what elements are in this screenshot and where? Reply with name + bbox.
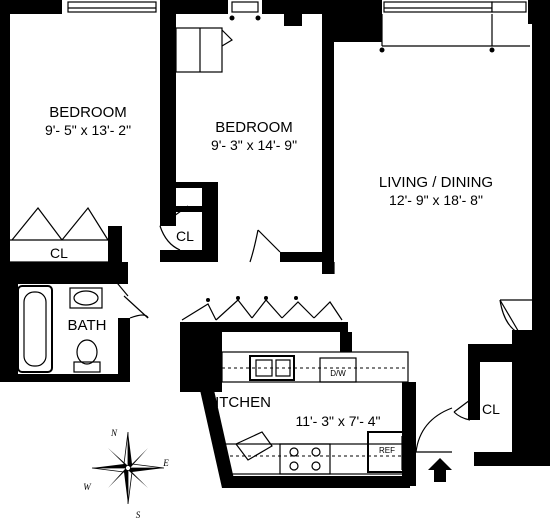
stove bbox=[279, 443, 331, 475]
living-dims: 12'- 9" x 18'- 8" bbox=[389, 192, 483, 208]
dishwasher-label: D/W bbox=[330, 369, 346, 378]
compass-rose bbox=[91, 431, 165, 505]
window-bedroom2 bbox=[231, 1, 259, 13]
kitchen-dims: 11'- 3" x 7'- 4" bbox=[295, 413, 380, 429]
compass-south: S bbox=[136, 510, 141, 520]
bedroom1-name: BEDROOM bbox=[49, 104, 127, 121]
doors bbox=[11, 205, 532, 461]
compass-east: E bbox=[162, 458, 169, 468]
window-living-1 bbox=[383, 1, 493, 13]
bedroom2-dims: 9'- 3" x 14'- 9" bbox=[211, 137, 297, 153]
sink bbox=[69, 287, 103, 309]
window-bedroom1 bbox=[67, 1, 157, 13]
kitchen-fixtures bbox=[221, 351, 409, 475]
counter-top bbox=[221, 351, 409, 383]
dishwasher bbox=[319, 357, 357, 383]
arrow-up-icon bbox=[428, 458, 452, 482]
closet-label-bedroom2: CL bbox=[176, 228, 194, 244]
hall-closet-door-1 bbox=[181, 303, 217, 321]
bathtub bbox=[17, 285, 53, 373]
kitchen-name: KITCHEN bbox=[205, 394, 271, 411]
kitchen-pantry bbox=[235, 431, 273, 461]
interior-lines bbox=[10, 27, 335, 274]
closet-door-bedroom1 bbox=[11, 207, 63, 241]
bath-name: BATH bbox=[68, 317, 107, 334]
refrigerator bbox=[367, 431, 407, 473]
door-entry-closet bbox=[453, 399, 471, 413]
bedroom2-name: BEDROOM bbox=[215, 119, 293, 136]
entry-door bbox=[415, 407, 453, 453]
living-name: LIVING / DINING bbox=[379, 174, 493, 191]
compass-north: N bbox=[110, 428, 118, 438]
bedroom1-dims: 9'- 5" x 13'- 2" bbox=[45, 122, 131, 138]
walls bbox=[0, 0, 550, 488]
bath-fixtures bbox=[17, 285, 103, 373]
kitchen-sink bbox=[249, 355, 295, 381]
window-living-2 bbox=[491, 1, 527, 13]
windows bbox=[67, 1, 530, 53]
closet-door-bedroom2 bbox=[159, 205, 189, 227]
toilet bbox=[73, 361, 101, 373]
door-bedroom1 bbox=[107, 271, 129, 297]
door-bath bbox=[123, 295, 149, 319]
closet-label-entry: CL bbox=[482, 401, 500, 417]
closet-label-bedroom1: CL bbox=[50, 245, 68, 261]
door-bedroom2 bbox=[257, 229, 281, 253]
compass-west: W bbox=[83, 482, 92, 492]
refrigerator-label: REF bbox=[379, 446, 395, 455]
